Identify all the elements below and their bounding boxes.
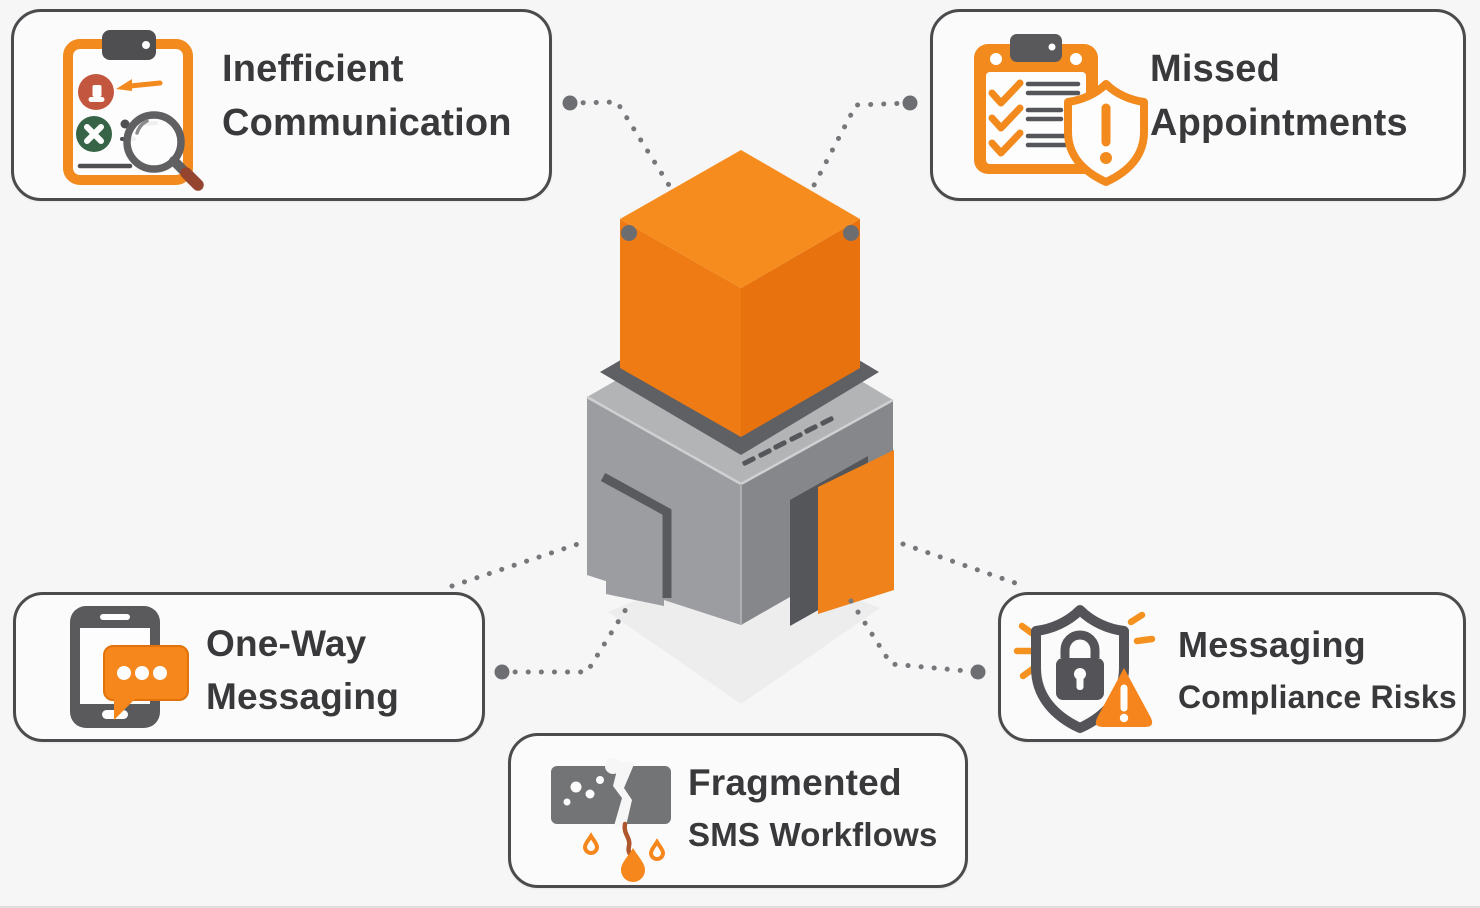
label-line: Fragmented [688, 762, 902, 803]
connector-bottom-right-upper [900, 541, 1027, 589]
orange-cube-top-face [620, 150, 860, 288]
label-line: Messaging [206, 676, 400, 717]
orange-cube-left-face [620, 219, 741, 437]
broken-pipe-leak-icon [551, 758, 671, 882]
connector-top-left [567, 99, 675, 193]
orange-cube [620, 150, 860, 437]
bottom-edge-rule [0, 906, 1480, 908]
left-notch-panel [600, 473, 672, 606]
label-missed-appointments: Missed Appointments [1150, 42, 1408, 150]
corner-dot-left [621, 225, 637, 241]
phone-chat-bubble-icon [70, 606, 189, 728]
dotted-connectors [449, 99, 1027, 675]
label-line: Inefficient [222, 48, 404, 90]
rim-dashes [742, 416, 834, 466]
label-line: Compliance Risks [1178, 679, 1457, 715]
ridge-highlight-left [586, 395, 742, 486]
connector-bottom-right-lower [848, 598, 981, 675]
label-inefficient-communication: Inefficient Communication [222, 42, 512, 150]
checklist-alert-shield-icon [974, 34, 1148, 186]
label-line: Messaging [1178, 624, 1366, 665]
connector-bottom-left-lower [499, 598, 634, 675]
ridge-highlight-right [740, 398, 894, 486]
label-line: Communication [222, 102, 512, 144]
corner-dot-right [843, 225, 859, 241]
shield-lock-warning-icon [1013, 605, 1156, 733]
label-line: Missed [1150, 48, 1281, 90]
orange-cube-right-face [741, 219, 860, 437]
right-door-panel [790, 450, 894, 626]
label-line: One-Way [206, 623, 367, 664]
clipboard-review-magnifier-icon [63, 30, 204, 191]
connector-endpoint-dots [494, 95, 986, 680]
label-line: Appointments [1150, 102, 1408, 144]
label-fragmented-sms-workflows: Fragmented SMS Workflows [688, 757, 938, 861]
connector-bottom-left-upper [449, 541, 581, 589]
label-one-way-messaging: One-Way Messaging [206, 617, 399, 723]
connector-top-right [809, 100, 913, 192]
label-line: SMS Workflows [688, 816, 938, 853]
label-messaging-compliance-risks: Messaging Compliance Risks [1178, 619, 1457, 723]
